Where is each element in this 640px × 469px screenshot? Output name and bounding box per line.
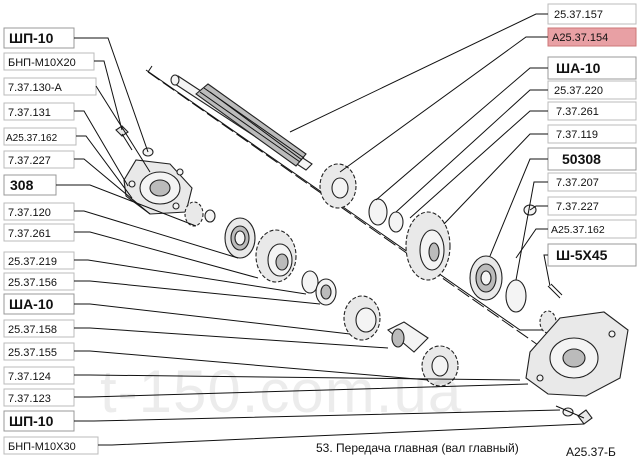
svg-text:25.37.219: 25.37.219 [8,256,57,268]
svg-text:7.37.261: 7.37.261 [556,106,599,118]
main-shaft [170,74,313,171]
svg-text:7.37.227: 7.37.227 [556,201,599,213]
gear-7-37-124 [421,345,459,387]
svg-text:25.37.157: 25.37.157 [554,9,603,21]
label-bnp-m10x20[interactable]: БНП-М10Х20 [3,52,95,71]
assembly-axis [147,71,539,346]
svg-text:БНП-М10Х30: БНП-М10Х30 [8,441,76,453]
gear-25-37-158 [343,295,381,341]
label-a25-37-154-highlighted[interactable]: А25.37.154 [547,27,637,47]
svg-text:308: 308 [10,177,34,193]
label-25-37-156[interactable]: 25.37.156 [3,272,75,291]
label-a25-37-162-left[interactable]: А25.37.162 [3,127,77,146]
svg-text:7.37.124: 7.37.124 [8,371,51,383]
svg-text:25.37.156: 25.37.156 [8,277,57,289]
gear-7-37-120 [255,229,297,283]
bearing-308 [224,217,256,259]
flange-cover [123,159,193,215]
label-7-37-261-right[interactable]: 7.37.261 [547,101,637,121]
pin-sh-5x45 [547,283,563,299]
leader-lines-left [56,37,585,446]
svg-text:ША-10: ША-10 [9,296,54,312]
label-25-37-155[interactable]: 25.37.155 [3,342,75,361]
gear-7-37-119 [405,211,451,281]
rings-mid-left [301,270,337,306]
ring-7-37-207 [505,279,527,313]
svg-text:А25.37.154: А25.37.154 [552,32,608,44]
svg-text:А25.37.162: А25.37.162 [551,224,605,236]
svg-text:25.37.155: 25.37.155 [8,347,57,359]
svg-text:25.37.158: 25.37.158 [8,324,57,336]
label-7-37-119[interactable]: 7.37.119 [547,124,637,144]
watermark: t-150.com.ua [100,358,462,425]
rings-25-37-220 [368,198,404,233]
label-7-37-123[interactable]: 7.37.123 [3,388,75,407]
svg-text:А25.37.162: А25.37.162 [6,133,58,144]
svg-text:50308: 50308 [562,151,601,167]
svg-text:Ш-5Х45: Ш-5Х45 [556,247,608,263]
svg-text:ШП-10: ШП-10 [9,413,54,429]
left-labels: ШП-10 БНП-М10Х20 7.37.130-А 7.37.131 А25… [3,27,99,455]
svg-text:7.37.227: 7.37.227 [8,155,51,167]
label-7-37-130-a[interactable]: 7.37.130-А [3,77,97,96]
label-25-37-157[interactable]: 25.37.157 [547,3,637,25]
label-bnp-m10x30[interactable]: БНП-М10Х30 [3,436,99,455]
svg-text:ША-10: ША-10 [556,60,601,76]
svg-text:7.37.261: 7.37.261 [8,228,51,240]
svg-text:БНП-М10Х20: БНП-М10Х20 [8,57,76,69]
label-25-37-158[interactable]: 25.37.158 [3,319,75,338]
leader-lines-right [289,13,551,287]
svg-text:ШП-10: ШП-10 [9,30,54,46]
bolt-bottom [555,405,593,425]
svg-text:7.37.119: 7.37.119 [556,129,598,141]
axis-tick [147,65,153,73]
svg-text:7.37.207: 7.37.207 [556,177,599,189]
right-labels: 25.37.157 А25.37.154 ША-10 25.37.220 7.3… [547,3,637,267]
label-50308[interactable]: 50308 [547,147,637,171]
svg-text:7.37.130-А: 7.37.130-А [8,82,62,94]
figure-caption: 53. Передача главная (вал главный) [316,441,519,455]
right-cover [525,311,629,397]
label-sh-5x45[interactable]: Ш-5Х45 [547,243,637,267]
bolt-top [115,125,154,157]
label-7-37-207[interactable]: 7.37.207 [547,172,637,192]
gear-top-7-37-261 [319,163,357,209]
label-308[interactable]: 308 [3,174,57,196]
small-gear-left [184,201,216,227]
label-shp-10-bottom[interactable]: ШП-10 [3,410,75,432]
label-a25-37-162-right[interactable]: А25.37.162 [547,219,637,239]
sleeve-25-37-155 [387,321,429,353]
label-7-37-131[interactable]: 7.37.131 [3,102,75,121]
label-7-37-227-right[interactable]: 7.37.227 [547,196,637,216]
label-25-37-220[interactable]: 25.37.220 [547,80,637,100]
label-sha-10-left[interactable]: ША-10 [3,293,75,315]
label-shp-10-top[interactable]: ШП-10 [3,27,75,49]
svg-text:7.37.120: 7.37.120 [8,207,51,219]
label-7-37-124[interactable]: 7.37.124 [3,366,75,385]
label-7-37-261-left[interactable]: 7.37.261 [3,223,75,242]
svg-text:7.37.123: 7.37.123 [8,393,51,405]
bearing-50308 [469,255,503,301]
label-25-37-219[interactable]: 25.37.219 [3,251,75,270]
figure-code: А25.37-Б [566,445,616,459]
label-7-37-120[interactable]: 7.37.120 [3,202,75,221]
svg-text:7.37.131: 7.37.131 [8,107,51,119]
label-7-37-227-left[interactable]: 7.37.227 [3,150,75,169]
label-sha-10-right[interactable]: ША-10 [547,56,637,80]
svg-text:25.37.220: 25.37.220 [554,85,603,97]
